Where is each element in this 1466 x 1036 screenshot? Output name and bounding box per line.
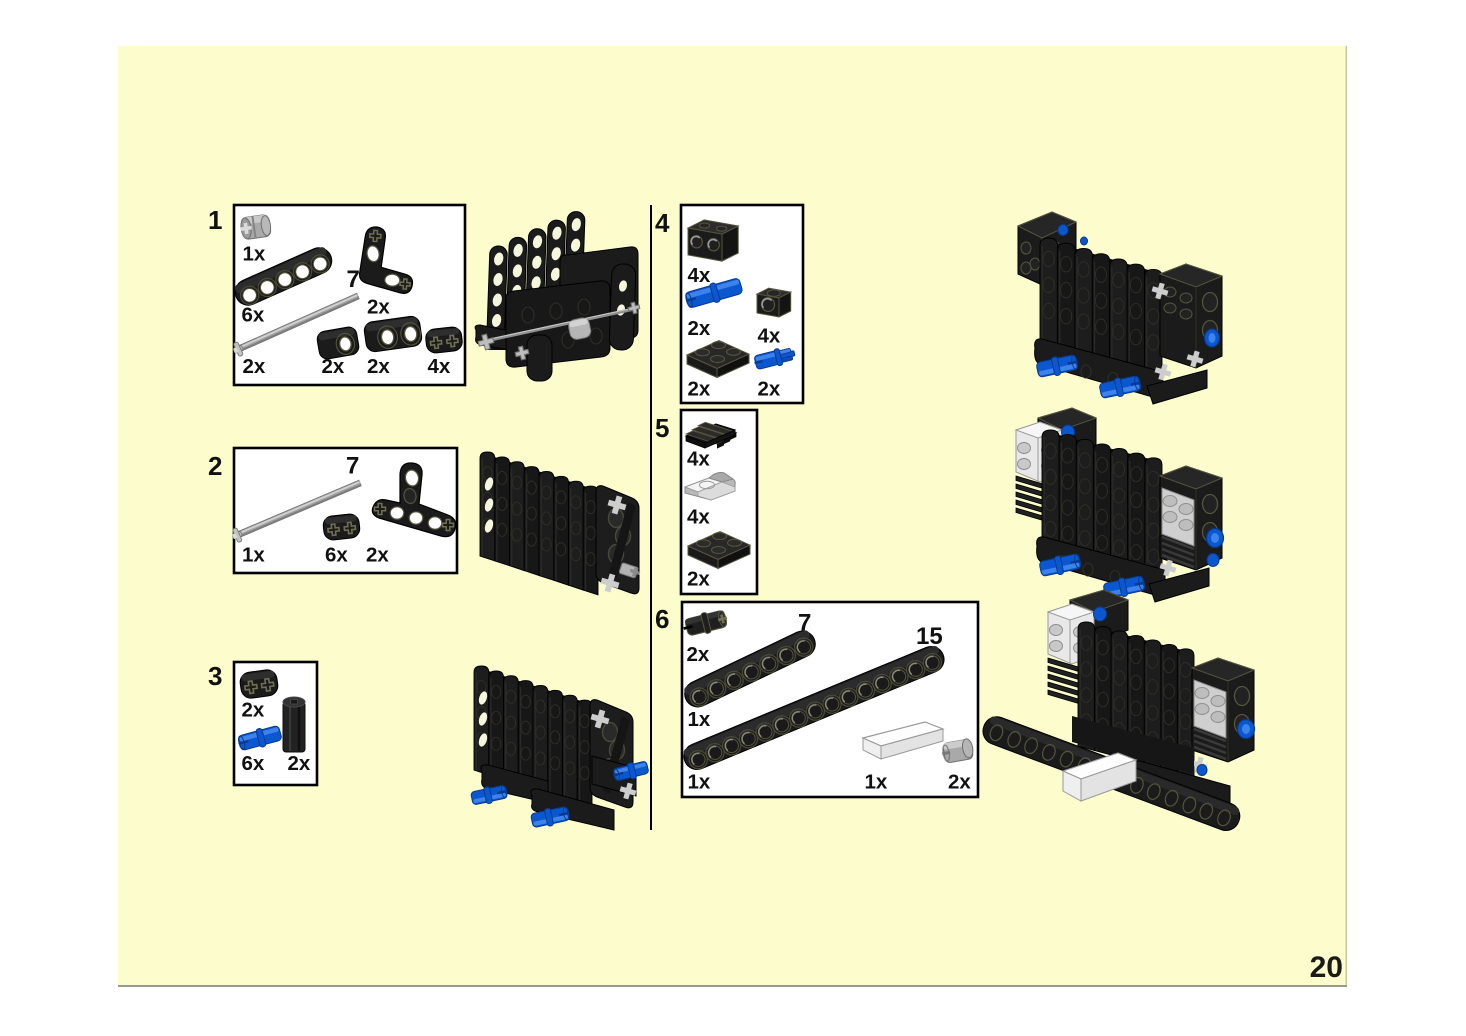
svg-text:6: 6 xyxy=(655,604,669,634)
svg-text:2x: 2x xyxy=(322,355,345,378)
svg-text:2x: 2x xyxy=(243,355,266,378)
svg-text:4x: 4x xyxy=(428,355,451,378)
svg-text:1x: 1x xyxy=(242,543,265,566)
svg-text:1: 1 xyxy=(208,205,222,235)
svg-text:2x: 2x xyxy=(688,317,711,340)
svg-text:2x: 2x xyxy=(687,643,710,666)
svg-text:1x: 1x xyxy=(688,771,711,794)
svg-text:4: 4 xyxy=(655,208,670,238)
svg-text:2x: 2x xyxy=(687,567,710,590)
svg-text:2x: 2x xyxy=(366,543,389,566)
svg-text:2x: 2x xyxy=(948,771,971,794)
svg-text:2x: 2x xyxy=(688,378,711,401)
svg-text:6x: 6x xyxy=(325,543,348,566)
svg-text:7: 7 xyxy=(798,610,811,637)
svg-text:2x: 2x xyxy=(288,752,311,775)
svg-text:6x: 6x xyxy=(242,752,265,775)
svg-text:7: 7 xyxy=(346,452,359,479)
svg-text:6x: 6x xyxy=(242,304,265,327)
svg-text:20: 20 xyxy=(1310,951,1343,984)
svg-text:2x: 2x xyxy=(758,378,781,401)
svg-text:2: 2 xyxy=(208,451,222,481)
svg-text:4x: 4x xyxy=(758,325,781,348)
svg-text:15: 15 xyxy=(916,623,943,650)
svg-text:4x: 4x xyxy=(688,264,711,287)
svg-text:1x: 1x xyxy=(865,771,888,794)
svg-text:2x: 2x xyxy=(367,355,390,378)
svg-text:7: 7 xyxy=(347,266,360,293)
svg-text:1x: 1x xyxy=(243,243,266,266)
svg-text:4x: 4x xyxy=(687,448,710,471)
svg-text:2x: 2x xyxy=(242,699,265,722)
svg-text:4x: 4x xyxy=(687,506,710,529)
svg-text:2x: 2x xyxy=(367,296,390,319)
svg-text:3: 3 xyxy=(208,661,222,691)
svg-text:1x: 1x xyxy=(688,708,711,731)
svg-text:5: 5 xyxy=(655,413,669,443)
